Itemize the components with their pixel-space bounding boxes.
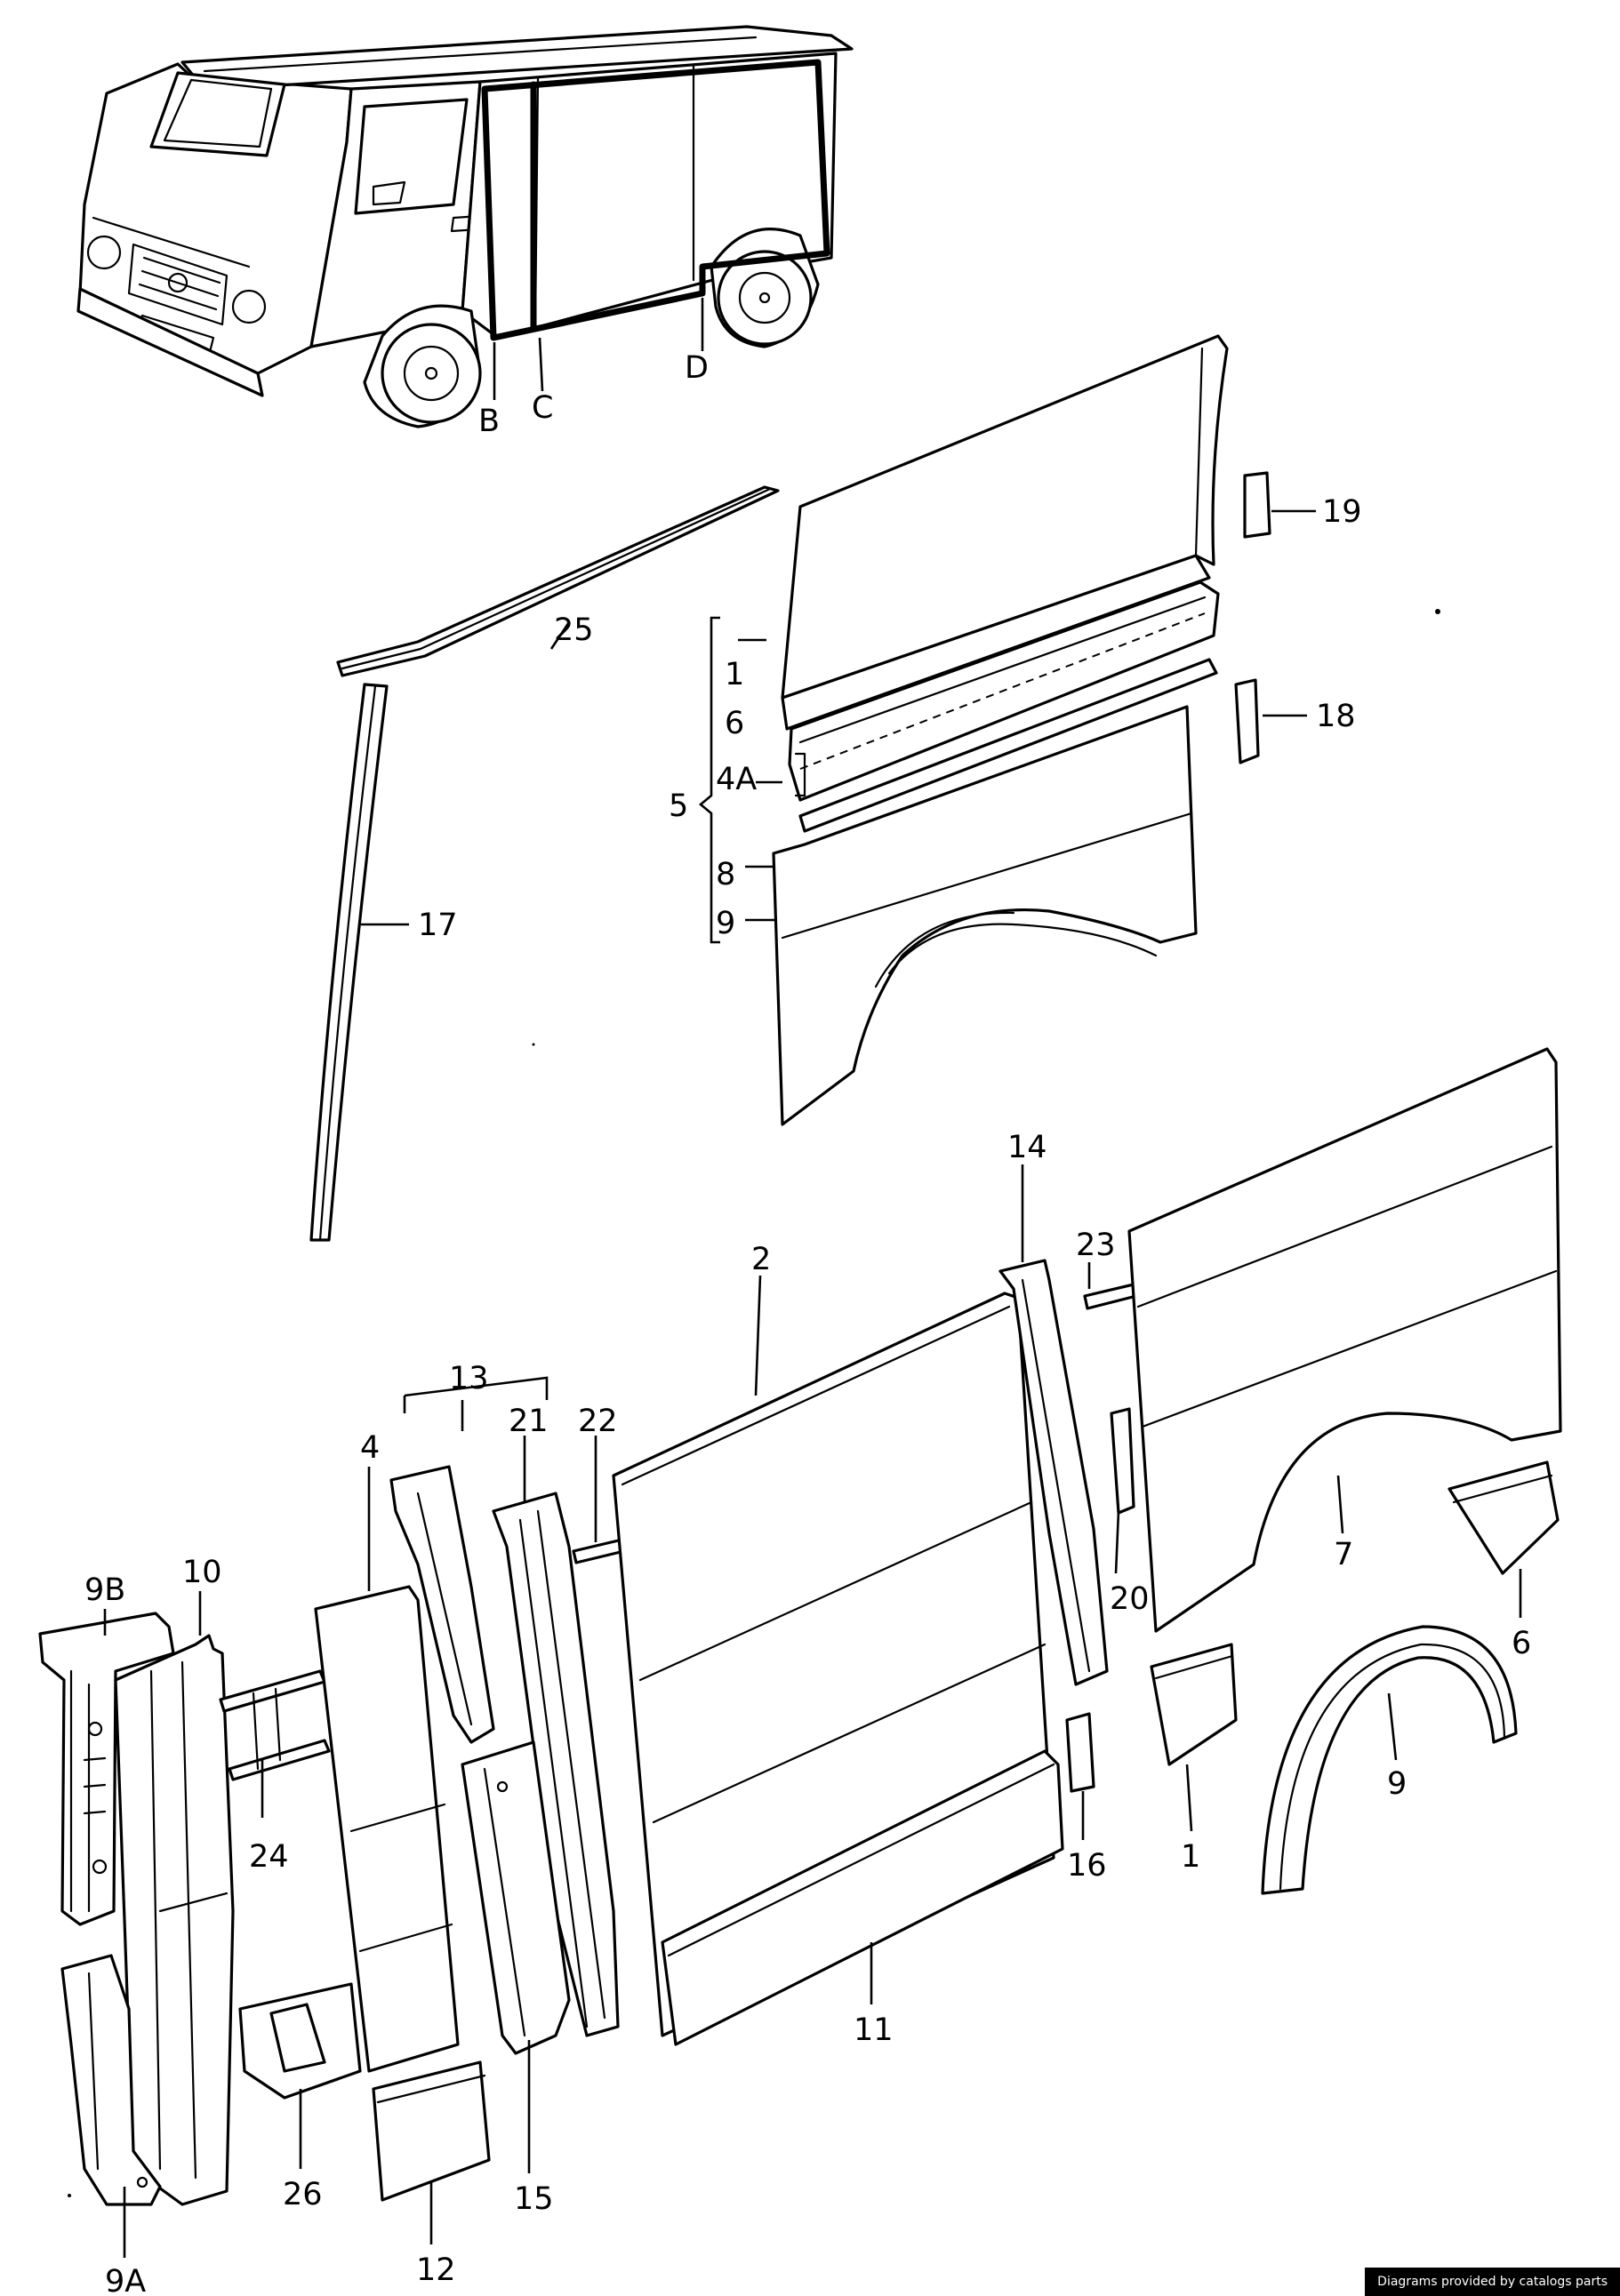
label-9-top: 9 [716,906,735,941]
label-15: 15 [514,2181,554,2217]
label-22: 22 [578,1404,618,1439]
label-19: 19 [1322,494,1362,530]
label-1-bottom: 1 [1181,1839,1200,1875]
label-20: 20 [1110,1581,1150,1617]
part-4-panel [314,1585,460,2073]
scan-speck [532,1043,535,1046]
label-7: 7 [1334,1537,1353,1572]
van-label-c: C [532,390,553,426]
part-21-pillar [492,1492,620,2037]
part-8-strip [798,658,1218,833]
part-6-rail [781,554,1211,731]
part-24-bracket-upper [219,1669,326,1713]
lower-exploded-parts: 9B 10 24 4 13 21 22 2 14 23 20 7 6 1 9 1… [38,1047,1562,2296]
label-17: 17 [418,908,458,943]
label-1-top: 1 [725,657,744,692]
part-9a-lower-pillar [60,1954,162,2206]
part-20-bracket [1110,1407,1135,1515]
label-26: 26 [283,2177,323,2212]
part-16-bracket [1065,1712,1095,1793]
part-19-bracket [1243,471,1271,539]
label-2: 2 [751,1242,771,1277]
van-label-d: D [685,350,709,386]
label-10: 10 [182,1555,222,1590]
part-12-patch [372,2060,491,2202]
scan-speck [68,2194,71,2197]
part-18-bracket [1234,678,1260,764]
upper-panel-assembly: 25 17 1 6 4A 5 8 9 19 18 [309,334,1362,1242]
label-11: 11 [854,2012,894,2048]
label-8: 8 [716,857,735,892]
part-15-pillar [461,1740,571,2055]
van-label-b: B [478,404,500,439]
part-13-pillar [389,1465,495,1744]
label-21: 21 [509,1404,549,1439]
label-13: 13 [449,1361,489,1396]
label-4a: 4A [716,762,757,797]
part-1-lower-patch [1150,1643,1238,1766]
label-16: 16 [1067,1848,1107,1884]
part-9-wheel-housing [1261,1625,1518,1895]
label-25: 25 [554,612,594,648]
van-illustration: B C D [76,25,854,439]
part-1-upper-panel [781,334,1229,700]
label-4: 4 [360,1430,380,1466]
label-24: 24 [249,1839,289,1875]
part-11-sill [661,1749,1064,2046]
part-23-clip [1083,1283,1138,1310]
part-6-lower-patch [1448,1460,1560,1575]
label-23: 23 [1076,1228,1116,1263]
label-5: 5 [669,788,688,824]
part-25-roof-rail [336,485,780,677]
part-9b-pillar [38,1612,175,1926]
label-6-bottom: 6 [1512,1626,1531,1661]
label-9-bottom: 9 [1387,1766,1407,1802]
label-9a: 9A [105,2264,146,2296]
label-9b: 9B [84,1572,125,1608]
part-17-pillar-strip [309,683,389,1242]
label-18: 18 [1316,699,1356,734]
part-22-clip [572,1538,626,1564]
label-12: 12 [416,2252,456,2288]
label-6-top: 6 [725,706,744,741]
scan-speck [1435,609,1440,614]
part-7-quarter-panel [1127,1047,1562,1633]
credit-banner: Diagrams provided by catalogs parts [1365,2268,1620,2296]
label-14: 14 [1007,1130,1047,1165]
part-14-pillar [998,1259,1109,1686]
